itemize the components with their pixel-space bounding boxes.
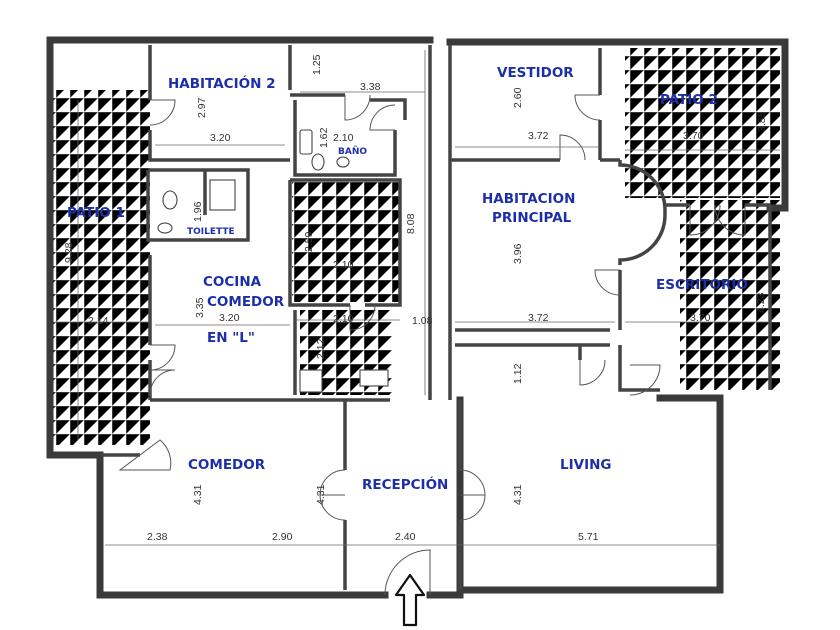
- toilet-icon: [162, 190, 178, 210]
- room-patio-1: PATIO 1: [67, 205, 125, 221]
- dim-hab2-width: 3.20: [210, 132, 231, 144]
- sink-icon: [336, 156, 350, 168]
- dim-cocina-ext-height: 2.12: [315, 338, 327, 359]
- room-cocina-en-l: EN "L": [207, 330, 255, 346]
- dim-recepcion-width: 2.40: [395, 531, 416, 543]
- dim-hall-height: 2.59: [303, 231, 315, 252]
- dim-comedor-width-a: 2.38: [147, 531, 168, 543]
- room-habitacion-principal-line1: HABITACION: [482, 191, 575, 207]
- dim-cocina-width: 3.20: [219, 312, 240, 324]
- dim-bano-width: 2.10: [333, 132, 354, 144]
- room-living: LIVING: [560, 457, 611, 473]
- dim-patio1-height: 9.28: [63, 242, 75, 263]
- outer-walls: [46, 36, 789, 599]
- dim-principal-height: 3.96: [512, 243, 524, 264]
- dim-toilette-height: 1.96: [192, 201, 204, 222]
- doors: [118, 94, 746, 596]
- fixtures: [157, 129, 389, 393]
- dim-bano-height: 1.62: [318, 127, 330, 148]
- patio-1-floor: [50, 90, 150, 445]
- dim-hab2-height: 2.97: [196, 97, 208, 118]
- patio-2-floor: [625, 48, 780, 390]
- dim-principal-passage: 1.12: [512, 363, 524, 384]
- dim-patio2-height: 3.85: [756, 111, 768, 132]
- dim-patio2-width: 3.70: [683, 130, 704, 142]
- dim-vestidor-width: 3.72: [528, 130, 549, 142]
- room-escritorio: ESCRITORIO: [656, 277, 748, 293]
- dim-hab2-depth: 1.25: [311, 54, 323, 75]
- room-comedor: COMEDOR: [188, 457, 266, 473]
- room-bano: BAÑO: [338, 146, 367, 157]
- dim-cocina-ext-width: 2.10: [333, 313, 354, 325]
- dim-hall-width-top: 3.38: [360, 81, 381, 93]
- dim-patio1-width: 2.14: [88, 315, 109, 327]
- dim-vestidor-height: 2.60: [512, 87, 524, 108]
- dim-recepcion-height: 4.31: [315, 484, 327, 505]
- toilet-icon: [311, 153, 325, 171]
- dim-corridor-length: 8.08: [405, 213, 417, 234]
- room-patio-2: PATIO 2: [660, 92, 718, 108]
- kitchen-sink-icon: [359, 369, 389, 387]
- dim-escritorio-width: 3.70: [690, 312, 711, 324]
- dim-comedor-width-b: 2.90: [272, 531, 293, 543]
- interior-walls: [100, 45, 772, 590]
- dim-cocina-height: 3.35: [194, 297, 206, 318]
- hall-floor: [292, 182, 400, 395]
- shower-icon: [209, 179, 236, 211]
- up-arrow-icon: [394, 573, 426, 627]
- dim-escritorio-height: 4.23: [755, 292, 767, 313]
- dim-hall-width-mid: 2.10: [333, 259, 354, 271]
- room-toilette: TOILETTE: [187, 227, 235, 237]
- room-habitacion-principal-line2: PRINCIPAL: [492, 210, 572, 226]
- room-recepcion: RECEPCIÓN: [362, 475, 448, 493]
- sink-icon: [157, 222, 173, 234]
- shower-icon: [299, 129, 313, 155]
- dim-living-height: 4.31: [512, 484, 524, 505]
- room-vestidor: VESTIDOR: [497, 65, 574, 81]
- dim-principal-width: 3.72: [528, 312, 549, 324]
- dimension-lines: [55, 50, 780, 546]
- stove-icon: [299, 369, 323, 393]
- dim-comedor-height: 4.31: [192, 484, 204, 505]
- dim-living-width: 5.71: [578, 531, 599, 543]
- room-cocina: COCINA: [203, 274, 262, 290]
- dim-corridor-width: 1.08: [412, 315, 433, 327]
- room-cocina-comedor: COMEDOR: [207, 294, 285, 310]
- room-habitacion-2: HABITACIÓN 2: [168, 74, 275, 92]
